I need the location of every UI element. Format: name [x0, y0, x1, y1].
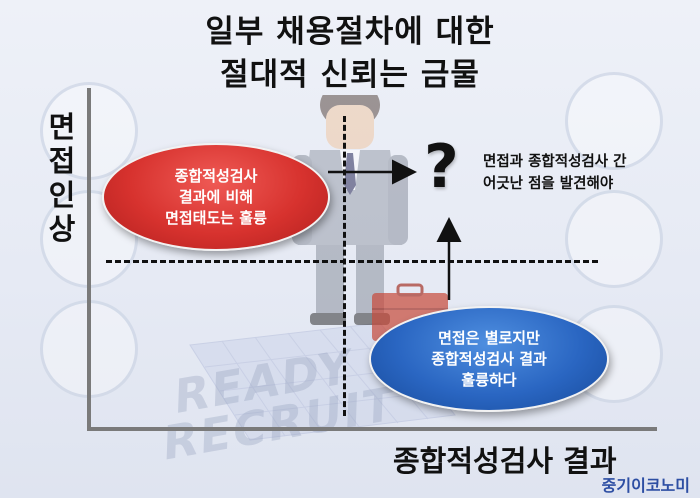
bottom-right-quadrant-bubble: 면접은 별로지만 종합적성검사 결과 훌륭하다: [369, 306, 609, 412]
y-axis-label-char: 접: [48, 144, 76, 178]
note-line: 어긋난 점을 발견해야: [483, 176, 614, 192]
y-axis-label-char: 면: [48, 110, 76, 144]
vertical-dashed-line: [343, 116, 346, 416]
title-line-1: 일부 채용절차에 대한: [205, 14, 495, 50]
deco-circle: [565, 305, 663, 403]
y-axis: [87, 88, 91, 430]
bubble-text: 면접은 별로지만: [438, 328, 540, 347]
bubble-text: 종합적성검사 결과: [431, 349, 547, 368]
bubble-text: 종합적성검사: [174, 166, 258, 185]
x-axis: [87, 427, 657, 431]
y-axis-label-char: 상: [48, 212, 76, 246]
y-axis-label-char: 인: [48, 178, 76, 212]
x-axis-label: 종합적성검사 결과: [393, 444, 617, 478]
note-line: 면접과 종합적성검사 간: [483, 154, 627, 170]
question-mark-icon: ?: [424, 132, 459, 202]
brand-logo: 중기이코노미: [601, 476, 690, 495]
deco-circle: [565, 72, 663, 170]
deco-circle: [565, 190, 663, 288]
bubble-text: 결과에 비해: [178, 187, 254, 206]
top-left-quadrant-bubble: 종합적성검사 결과에 비해 면접태도는 훌륭: [102, 143, 330, 251]
title-line-2: 절대적 신뢰는 금물: [220, 57, 480, 93]
horizontal-dashed-line: [106, 260, 598, 263]
top-right-note: 면접과 종합적성검사 간 어긋난 점을 발견해야: [483, 151, 627, 195]
y-axis-label: 면 접 인 상: [44, 110, 80, 246]
bubble-text: 훌륭하다: [461, 370, 517, 389]
bubble-text: 면접태도는 훌륭: [165, 208, 267, 227]
